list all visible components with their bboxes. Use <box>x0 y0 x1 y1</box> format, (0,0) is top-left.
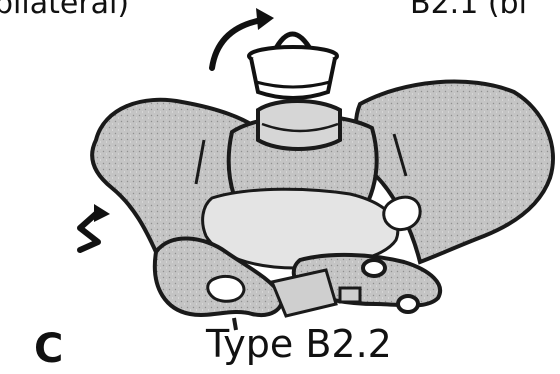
z-arrow-icon <box>80 204 110 250</box>
obturator-foramen-right <box>384 197 420 229</box>
pubic-symphysis <box>272 270 336 316</box>
figure-caption: Type B2.2 <box>206 322 392 366</box>
ramus-stub <box>340 288 360 302</box>
obturator-foramen-left <box>208 276 244 301</box>
panel-letter: C <box>34 326 63 372</box>
bucket-handle-icon <box>249 34 337 98</box>
vertebra <box>258 101 340 149</box>
ramus-end-1 <box>363 260 385 276</box>
ramus-end-2 <box>398 296 418 312</box>
